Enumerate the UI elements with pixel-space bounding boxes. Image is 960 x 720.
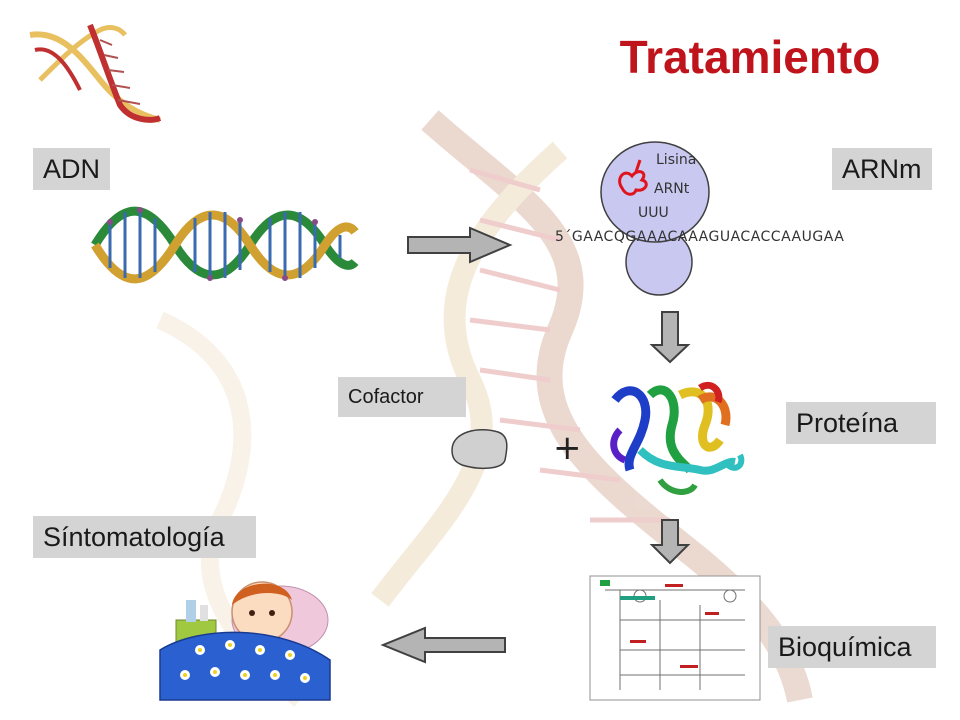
arrow-down-icon-2: [649, 519, 691, 565]
label-cofactor: Cofactor: [338, 377, 466, 417]
page-title: Tratamiento: [619, 31, 881, 83]
arrow-down-icon: [649, 311, 691, 364]
amino-acid-label: Lisina: [656, 152, 697, 168]
dna-helix-image: [91, 206, 359, 284]
protein-structure-image: [610, 381, 745, 495]
dna-logo-icon: [29, 23, 162, 123]
trna-label: ARNt: [654, 181, 690, 197]
arrow-right-icon: [407, 226, 513, 264]
cofactor-icon: [451, 429, 508, 470]
mrna-sequence: 5´GAACQGAAACAAAGUACACCAAUGAA: [555, 229, 845, 245]
label-bioquimica: Bioquímica: [768, 626, 936, 668]
ribosome-icon: [600, 141, 710, 296]
metabolic-pathway-image: [589, 575, 761, 701]
arrow-left-icon: [380, 626, 506, 664]
label-proteina: Proteína: [786, 402, 936, 444]
anticodon-label: UUU: [638, 205, 669, 221]
label-adn: ADN: [33, 148, 111, 190]
label-sintomatologia: Síntomatología: [33, 516, 256, 558]
sick-child-image: [159, 581, 331, 701]
label-arnm: ARNm: [832, 148, 932, 190]
trna-icon: [618, 159, 648, 196]
plus-sign: +: [553, 428, 582, 468]
